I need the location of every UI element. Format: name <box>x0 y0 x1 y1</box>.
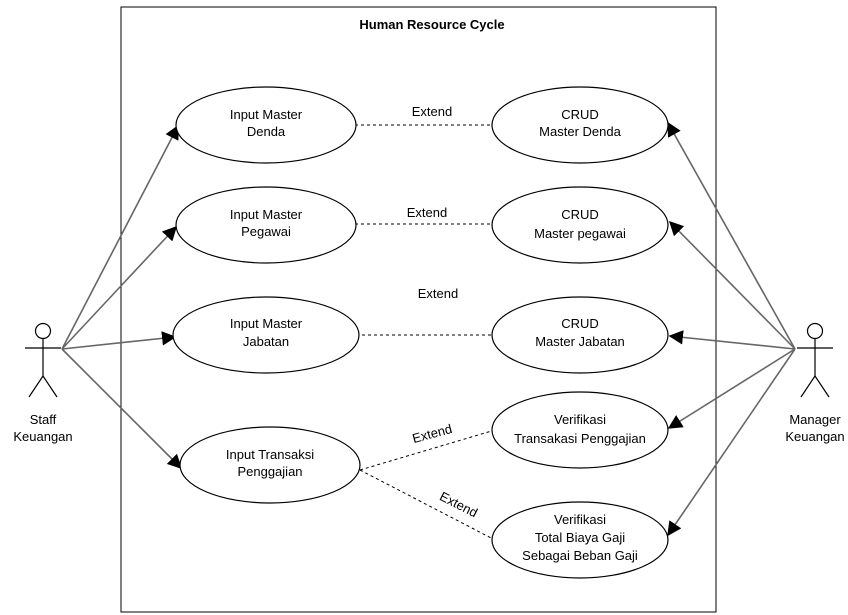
use-case-label: Input Master <box>230 107 303 122</box>
assoc-staff-input-jabatan <box>61 331 177 350</box>
actor-head <box>34 322 52 340</box>
extend-label-verif-total: Extend <box>437 489 480 521</box>
use-case-crud-master-jabatan[interactable]: CRUD Master Jabatan <box>491 296 669 374</box>
extend-lines <box>355 124 496 541</box>
manager-associations <box>667 121 796 537</box>
use-case-label: Master Denda <box>539 124 621 139</box>
actor-manager-keuangan[interactable]: Manager Keuangan <box>785 322 845 445</box>
assoc-staff-input-denda <box>61 124 179 350</box>
assoc-staff-input-pegawai <box>61 225 177 350</box>
assoc-manager-crud-pegawai <box>668 220 796 350</box>
use-case-label: Sebagai Beban Gaji <box>522 548 638 563</box>
use-case-verifikasi-transaksi-penggajian[interactable]: Verifikasi Transakasi Penggajian <box>491 391 669 469</box>
use-case-input-master-pegawai[interactable]: Input Master Pegawai <box>175 186 357 264</box>
staff-associations <box>61 124 183 470</box>
use-case-crud-master-pegawai[interactable]: CRUD Master pegawai <box>491 186 669 264</box>
use-case-label: CRUD <box>561 107 599 122</box>
extend-label-verif-transaksi: Extend <box>411 421 454 446</box>
use-case-crud-master-denda[interactable]: CRUD Master Denda <box>491 86 669 164</box>
use-case-label: Input Transaksi <box>226 447 314 462</box>
use-case-label: Jabatan <box>243 334 289 349</box>
use-case-label: Verifikasi <box>554 412 606 427</box>
actor-leg-left <box>28 375 44 398</box>
use-case-label: Transakasi Penggajian <box>514 431 646 446</box>
actor-leg-left <box>800 375 816 398</box>
use-case-label: CRUD <box>561 316 599 331</box>
actor-leg-right <box>814 375 830 398</box>
use-case-label: Input Master <box>230 207 303 222</box>
actor-leg-right <box>42 375 58 398</box>
use-case-input-transaksi-penggajian[interactable]: Input Transaksi Penggajian <box>179 426 361 504</box>
extend-label-jabatan: Extend <box>418 286 458 301</box>
actor-head <box>806 322 824 340</box>
assoc-manager-verif-total <box>667 348 796 537</box>
use-case-label: Penggajian <box>237 464 302 479</box>
use-case-label: Master Jabatan <box>535 334 625 349</box>
use-case-verifikasi-total-biaya-gaji[interactable]: Verifikasi Total Biaya Gaji Sebagai Beba… <box>491 501 669 579</box>
system-title: Human Resource Cycle <box>359 17 504 32</box>
actor-label-line1: Manager <box>789 412 841 427</box>
assoc-manager-verif-transaksi <box>667 348 796 429</box>
extend-label-denda: Extend <box>412 104 452 119</box>
actor-label-line1: Staff <box>30 412 57 427</box>
use-case-label: Input Master <box>230 316 303 331</box>
extend-label-pegawai: Extend <box>407 205 447 220</box>
assoc-manager-crud-denda <box>667 121 796 350</box>
use-case-label: Total Biaya Gaji <box>535 530 625 545</box>
actor-label-line2: Keuangan <box>785 429 844 444</box>
use-case-input-master-jabatan[interactable]: Input Master Jabatan <box>172 296 360 374</box>
use-case-label: Verifikasi <box>554 512 606 527</box>
actor-label-line2: Keuangan <box>13 429 72 444</box>
extend-line-verif-total <box>359 469 496 541</box>
system-boundary <box>120 6 717 613</box>
assoc-staff-input-penggajian <box>61 348 183 470</box>
use-case-label: CRUD <box>561 207 599 222</box>
use-case-input-master-denda[interactable]: Input Master Denda <box>175 86 357 164</box>
use-case-label: Denda <box>247 124 286 139</box>
assoc-manager-crud-jabatan <box>668 330 796 350</box>
actor-staff-keuangan[interactable]: Staff Keuangan <box>13 322 73 445</box>
use-case-label: Master pegawai <box>534 226 626 241</box>
use-case-label: Pegawai <box>241 224 291 239</box>
